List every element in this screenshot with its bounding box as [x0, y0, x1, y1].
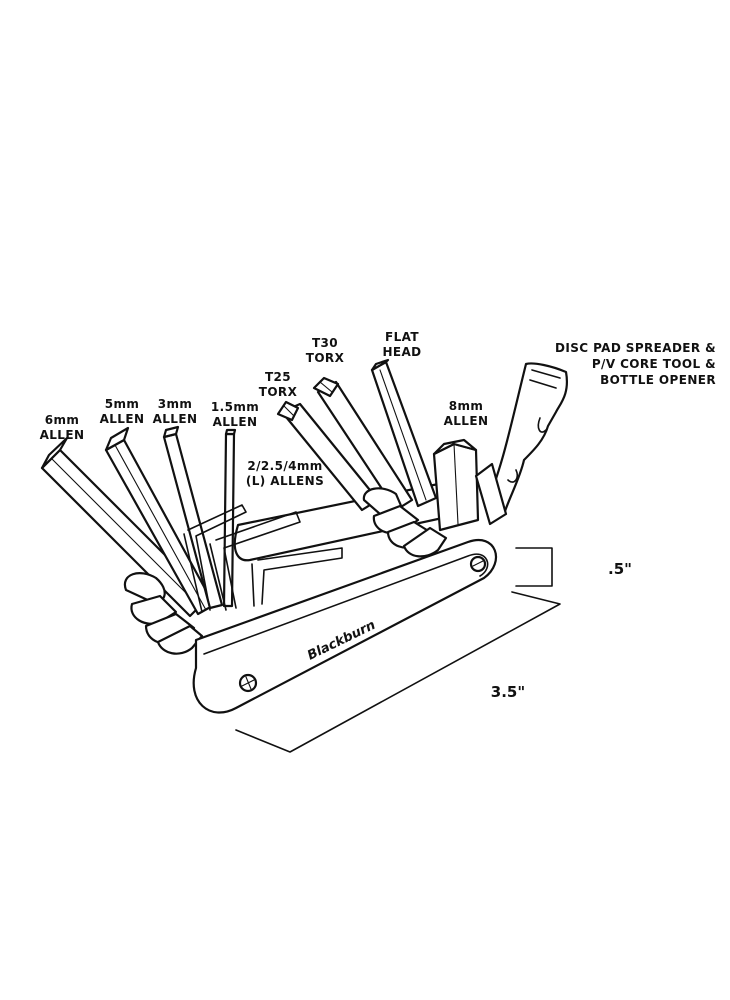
- tool-flat-head: [370, 358, 438, 508]
- label-t30-torx-line1: T30: [312, 336, 338, 350]
- label-t30-torx-line2: TORX: [306, 351, 345, 365]
- label-8mm-allen: 8mm ALLEN: [444, 399, 489, 428]
- label-l-allens-line2: (L) ALLENS: [246, 474, 324, 488]
- tool-disc-pad-spreader: [474, 362, 568, 526]
- front-plate: Blackburn: [192, 539, 498, 714]
- label-l-allens-line1: 2/2.5/4mm: [247, 459, 322, 473]
- label-flat-head: FLAT HEAD: [382, 330, 421, 359]
- label-1-5mm-allen-line1: 1.5mm: [211, 400, 259, 414]
- label-3mm-allen: 3mm ALLEN: [153, 397, 198, 426]
- height-dimension-label: .5": [608, 560, 632, 578]
- tool-8mm-allen: [432, 438, 480, 532]
- label-3mm-allen-line2: ALLEN: [153, 412, 198, 426]
- label-l-allens: 2/2.5/4mm (L) ALLENS: [246, 459, 324, 488]
- label-1-5mm-allen-line2: ALLEN: [213, 415, 258, 429]
- label-5mm-allen-line1: 5mm: [105, 397, 140, 411]
- height-bracket: [515, 547, 553, 587]
- length-bracket: [235, 591, 561, 753]
- dimension-height: .5": [515, 547, 632, 587]
- label-t25-torx: T25 TORX: [259, 370, 298, 399]
- label-flat-head-line1: FLAT: [385, 330, 419, 344]
- label-6mm-allen-line1: 6mm: [45, 413, 80, 427]
- front-plate-outline: [192, 539, 498, 714]
- label-disc-pad-line1: DISC PAD SPREADER &: [555, 341, 716, 355]
- label-t25-torx-line1: T25: [265, 370, 291, 384]
- label-5mm-allen: 5mm ALLEN: [100, 397, 145, 426]
- label-disc-pad-spreader: DISC PAD SPREADER & P/V CORE TOOL & BOTT…: [555, 341, 716, 387]
- label-flat-head-line2: HEAD: [382, 345, 421, 359]
- label-5mm-allen-line2: ALLEN: [100, 412, 145, 426]
- left-pivot-stack: [123, 572, 204, 655]
- label-8mm-allen-line2: ALLEN: [444, 414, 489, 428]
- label-6mm-allen-line2: ALLEN: [40, 428, 85, 442]
- label-1-5mm-allen: 1.5mm ALLEN: [211, 400, 259, 429]
- dimension-length: 3.5": [235, 591, 561, 753]
- length-dimension-label: 3.5": [491, 683, 525, 701]
- label-disc-pad-line2: P/V CORE TOOL &: [592, 357, 716, 371]
- right-pivot-stack: [362, 487, 448, 558]
- label-t30-torx: T30 TORX: [306, 336, 345, 365]
- label-3mm-allen-line1: 3mm: [158, 397, 193, 411]
- label-disc-pad-line3: BOTTLE OPENER: [600, 373, 716, 387]
- label-t25-torx-line2: TORX: [259, 385, 298, 399]
- label-6mm-allen: 6mm ALLEN: [40, 413, 85, 442]
- tool-3mm-allen: [162, 425, 224, 610]
- tool-t30-torx: [312, 376, 414, 512]
- label-8mm-allen-line1: 8mm: [449, 399, 484, 413]
- tool-l-allens: [183, 504, 343, 613]
- tool-6mm-allen: [40, 436, 210, 618]
